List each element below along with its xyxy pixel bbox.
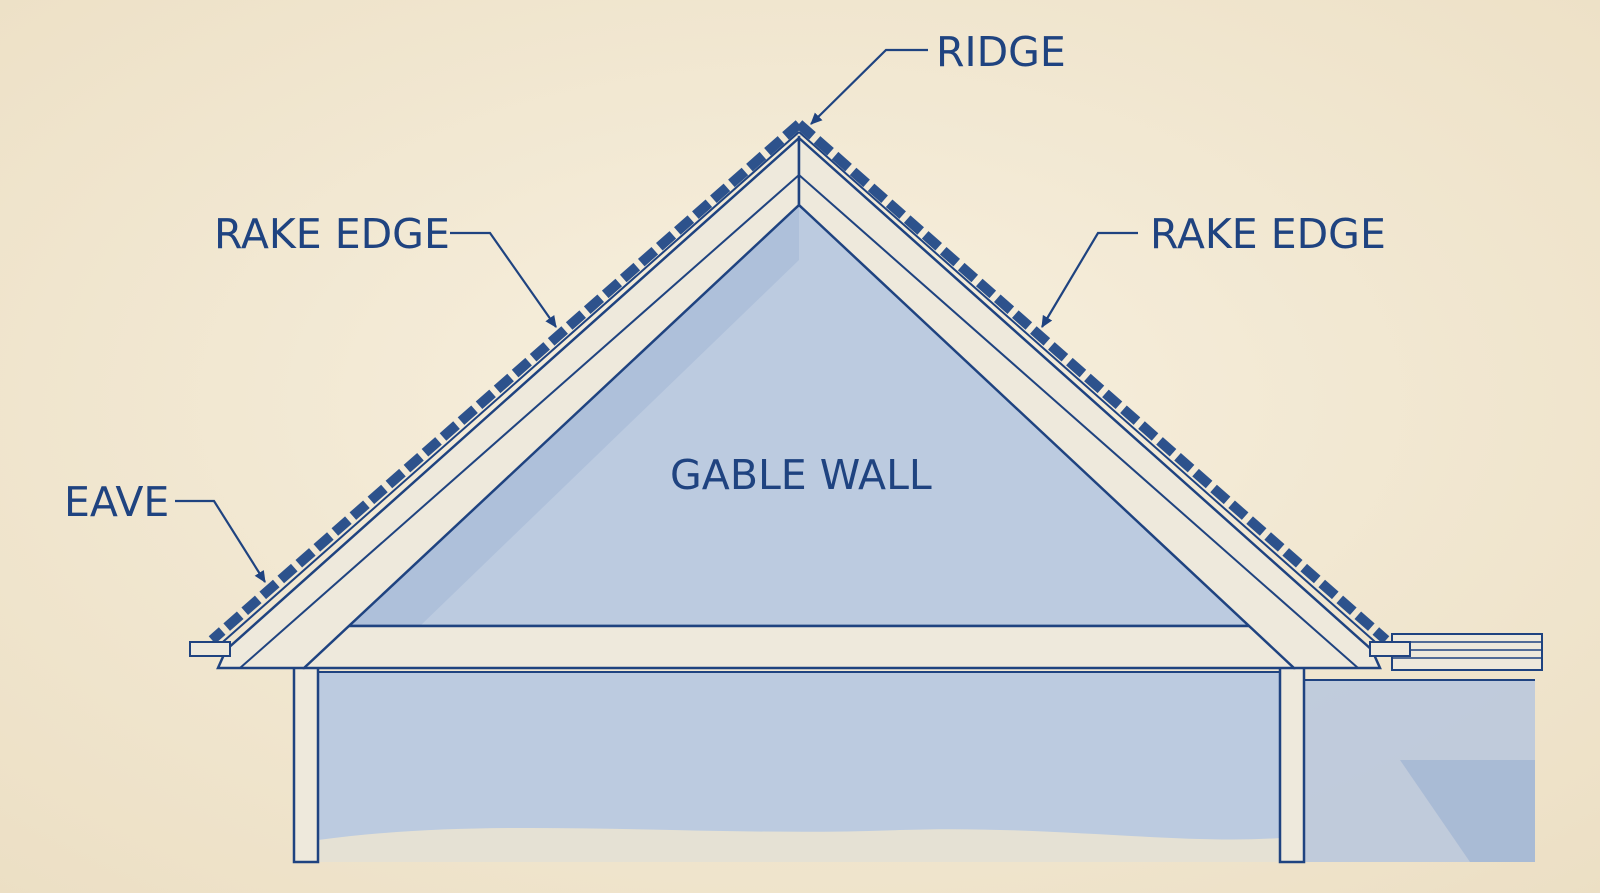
ridge-leader [810, 48, 928, 125]
rake-edge-left-label: RAKE EDGE [214, 210, 450, 258]
gable-wall-label: GABLE WALL [670, 451, 932, 499]
side-annex [1305, 633, 1543, 862]
gutters [189, 641, 1411, 657]
rake-edge-right-label: RAKE EDGE [1150, 210, 1386, 258]
tie-beam [302, 624, 1296, 670]
eave-label: EAVE [64, 478, 170, 526]
eave-leader [175, 499, 266, 583]
leader-lines [175, 48, 1138, 583]
rake-boards [216, 135, 1382, 670]
lower-wall [292, 662, 1306, 864]
shingle-edge [208, 120, 1390, 649]
ridge-label: RIDGE [936, 28, 1066, 76]
rake-edge-left-leader [450, 231, 557, 328]
rake-edge-right-leader [1041, 231, 1138, 328]
